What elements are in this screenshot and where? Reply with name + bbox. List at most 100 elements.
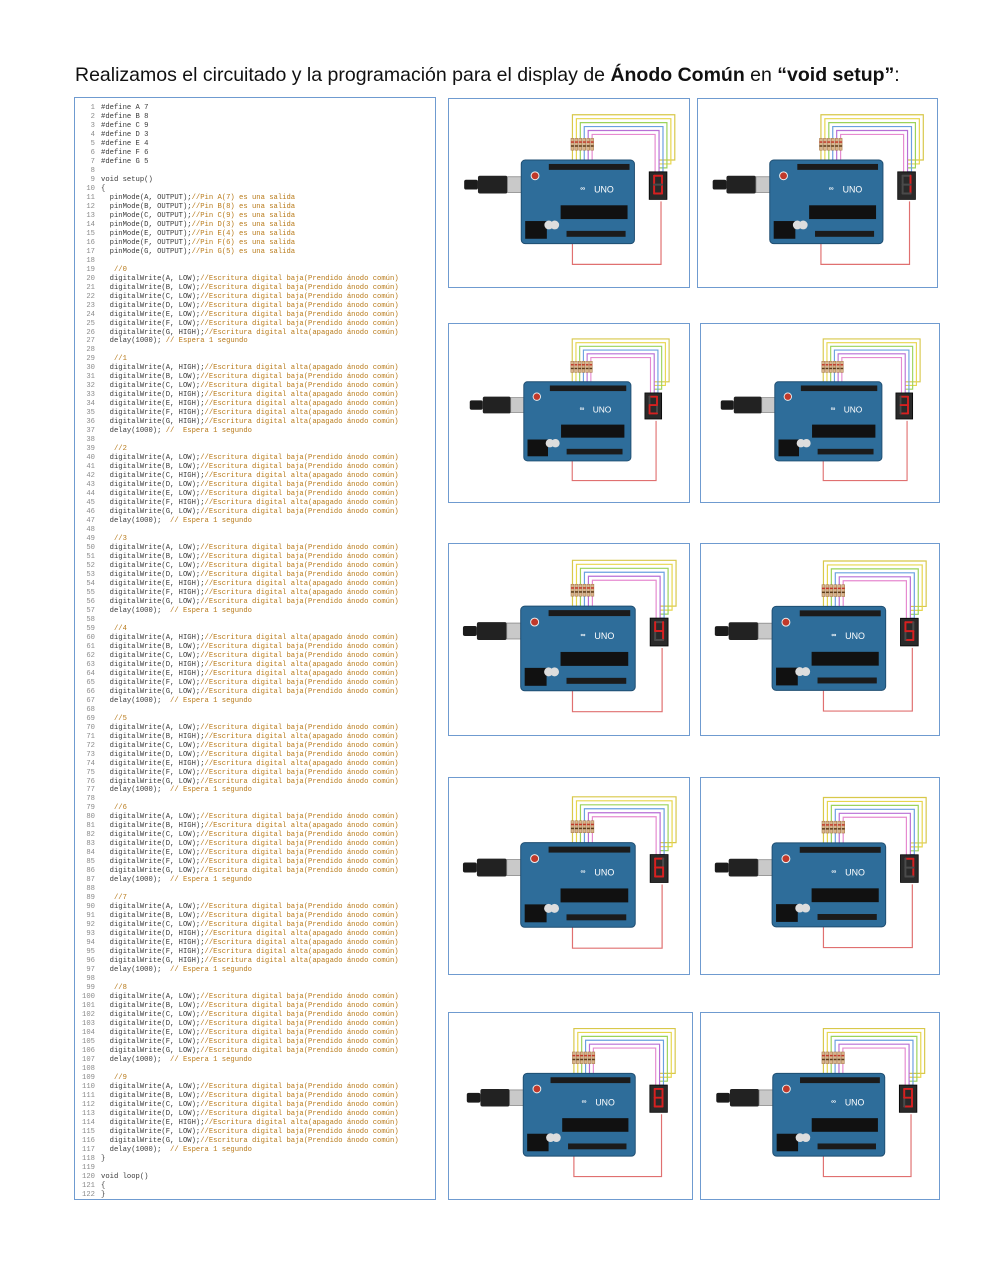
board-name: UNO: [593, 405, 612, 415]
line-number: 29: [86, 355, 95, 364]
code-comment: //Escritura digital baja(Prendido ánodo …: [200, 777, 399, 786]
resistor: [579, 1051, 584, 1064]
resistor-band: [837, 824, 841, 826]
code-line: 101 digitalWrite(B, LOW);//Escritura dig…: [75, 1002, 399, 1011]
circuit-panel: ∞UNO: [700, 323, 940, 503]
resistor: [578, 820, 583, 833]
line-number: 52: [86, 561, 95, 570]
code-comment: //Escritura digital baja(Prendido ánodo …: [200, 840, 399, 849]
resistor: [574, 361, 578, 373]
resistor-band: [829, 1058, 833, 1061]
line-number: 10: [86, 184, 95, 193]
resistor: [570, 583, 575, 597]
resistor-band: [841, 824, 845, 826]
resistor: [582, 820, 587, 833]
resistor-band: [570, 823, 574, 826]
usb-plug: [716, 1092, 730, 1103]
code-line: 87 delay(1000); // Espera 1 segundo: [75, 876, 252, 885]
code-comment: //9: [113, 1073, 127, 1082]
code-line: 59 //4: [75, 625, 127, 634]
line-number: 2: [90, 112, 95, 121]
usb-cable: [482, 396, 511, 414]
code-comment: //Pin B(8) es una salida: [191, 202, 296, 211]
line-number: 7: [90, 157, 95, 166]
code-comment: //Escritura digital baja(Prendido ánodo …: [200, 1046, 399, 1055]
circuit-diagram: ∞UNO: [716, 1027, 926, 1178]
code-text: digitalWrite(D, LOW);: [101, 1109, 201, 1118]
code-line: 20 digitalWrite(A, LOW);//Escritura digi…: [75, 274, 399, 284]
capacitor: [544, 903, 554, 913]
code-comment: //5: [113, 714, 127, 723]
resistor-band: [574, 364, 578, 366]
resistor: [829, 584, 834, 597]
code-comment: //Escritura digital baja(Prendido ánodo …: [200, 553, 399, 561]
microcontroller-chip: [561, 424, 625, 438]
resistor: [590, 583, 595, 597]
line-number: 50: [86, 544, 95, 553]
resistor-band: [570, 827, 574, 830]
code-comment: //Escritura digital baja(Prendido ánodo …: [200, 490, 399, 499]
code-line: 58: [75, 616, 101, 625]
line-number: 74: [86, 759, 95, 768]
line-number: 105: [82, 1037, 95, 1046]
resistor-band: [821, 1058, 825, 1061]
usb-plug: [712, 179, 727, 190]
resistor-band: [588, 1054, 591, 1057]
line-number: 103: [82, 1019, 95, 1028]
code-line: 23 digitalWrite(D, LOW);//Escritura digi…: [75, 302, 398, 311]
code-comment: //Escritura digital baja(Prendido ánodo …: [200, 921, 399, 930]
code-line: 72 digitalWrite(C, LOW);//Escritura digi…: [75, 742, 398, 751]
code-comment: // Espera 1 segundo: [170, 966, 252, 975]
resistor-band: [827, 141, 831, 143]
code-comment: //Escritura digital baja(Prendido ánodo …: [200, 561, 399, 570]
pin-header: [549, 385, 627, 392]
line-number: 65: [86, 678, 95, 687]
resistor-band: [833, 364, 836, 366]
code-text: digitalWrite(D, HIGH);: [101, 930, 205, 939]
resistor-band: [833, 1058, 837, 1061]
microcontroller-chip: [812, 424, 876, 438]
code-line: 84 digitalWrite(E, LOW);//Escritura digi…: [75, 849, 398, 858]
resistor-band: [833, 828, 837, 830]
resistor-band: [829, 591, 833, 594]
resistor-band: [825, 587, 829, 590]
pin-header: [548, 846, 631, 853]
usb-plug: [469, 400, 483, 410]
code-text: digitalWrite(C, LOW);: [101, 561, 201, 570]
code-line: 28: [75, 346, 101, 355]
usb-plug: [466, 1092, 481, 1103]
code-text: digitalWrite(C, HIGH);: [101, 472, 205, 481]
resistor: [589, 361, 593, 373]
microcontroller-chip: [562, 1118, 629, 1132]
resistor: [586, 820, 591, 833]
line-number: 91: [86, 912, 95, 921]
wire: [571, 114, 676, 170]
capacitor: [796, 439, 806, 448]
code-line: 119: [75, 1164, 101, 1173]
code-line: 110 digitalWrite(A, LOW);//Escritura dig…: [75, 1083, 399, 1092]
resistor: [821, 361, 825, 373]
line-number: 73: [86, 750, 95, 759]
code-line: 45 digitalWrite(F, HIGH);//Escritura dig…: [75, 499, 398, 508]
code-line: 53 digitalWrite(D, LOW);//Escritura digi…: [75, 571, 398, 580]
resistor-band: [821, 591, 825, 594]
resistor: [574, 583, 579, 597]
code-text: digitalWrite(B, LOW);: [101, 642, 201, 651]
code-comment: //0: [113, 265, 127, 274]
code-comment: //Escritura digital baja(Prendido ánodo …: [200, 678, 399, 687]
code-line: 5#define E 4: [75, 140, 149, 149]
code-text: digitalWrite(E, HIGH);: [101, 759, 205, 768]
resistor: [833, 820, 838, 834]
line-number: 114: [82, 1118, 95, 1127]
board-name: UNO: [594, 631, 614, 641]
line-number: 46: [86, 508, 95, 517]
line-number: 81: [86, 822, 95, 831]
code-text: digitalWrite(E, LOW);: [101, 1028, 201, 1037]
line-number: 39: [86, 445, 95, 454]
circuit-panel: ∞UNO: [448, 323, 690, 503]
code-comment: //Escritura digital baja(Prendido ánodo …: [200, 274, 399, 283]
code-text: [101, 625, 114, 633]
code-text: delay(1000);: [101, 1055, 171, 1064]
resistor-band: [839, 145, 843, 147]
code-text: delay(1000);: [101, 337, 166, 346]
